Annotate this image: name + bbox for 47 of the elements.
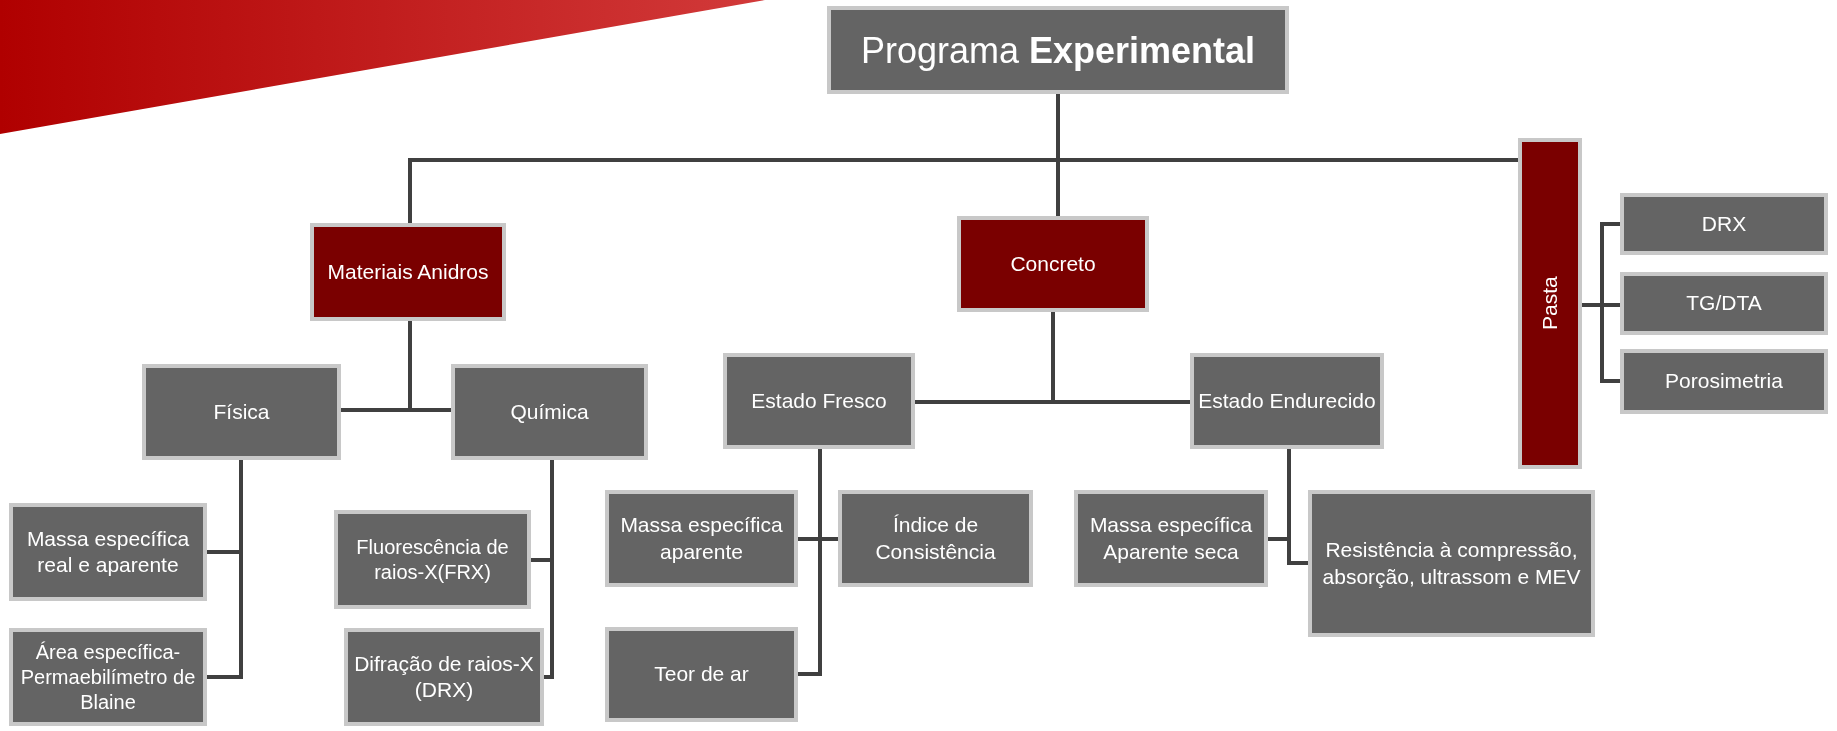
box-label: TG/DTA: [1686, 290, 1762, 317]
item-box: [344, 628, 544, 726]
box-label: Física: [213, 398, 270, 425]
box-label: Massa específica real e aparente: [25, 525, 191, 578]
box-label: Área específica-Permaebilímetro de Blaine: [19, 639, 197, 715]
connector-line: [544, 460, 554, 679]
item-box: [605, 490, 798, 587]
item-box: [723, 353, 915, 449]
item-box: [838, 490, 1033, 587]
item-box: [605, 627, 798, 722]
box-label: Estado Endurecido: [1198, 387, 1376, 414]
item-box: [1074, 490, 1268, 587]
box-label: Massa específica Aparente seca: [1088, 512, 1254, 565]
connector-line: [798, 449, 822, 676]
category-box: [957, 216, 1149, 312]
category-box: [310, 223, 506, 321]
category-box: [1518, 138, 1582, 469]
box-label: Química: [510, 398, 589, 425]
box-label: Materiais Anidros: [327, 258, 489, 285]
box-label: Estado Fresco: [751, 387, 887, 414]
item-box: [9, 628, 207, 726]
connector-line: [1056, 94, 1518, 162]
connector-line: [1051, 312, 1190, 404]
item-box: [1620, 193, 1828, 255]
item-box: [1620, 272, 1828, 335]
box-label: Porosimetria: [1665, 368, 1783, 395]
item-box: [142, 364, 341, 460]
box-label: DRX: [1701, 210, 1747, 237]
box-label: Teor de ar: [654, 661, 749, 688]
box-label: Resistência à compressão, absorção, ultrassom e MEV: [1321, 537, 1582, 590]
box-label: Pasta: [1536, 276, 1562, 331]
box-label: Massa específica aparente: [619, 512, 784, 565]
item-box: [1190, 353, 1384, 449]
box-label: Programa Experimental: [860, 28, 1256, 73]
connector-line: [408, 321, 451, 412]
box-label: Fluorescência de raios-X(FRX): [355, 534, 510, 585]
connector-line: [1582, 303, 1620, 383]
box-label: Concreto: [1010, 250, 1096, 277]
item-box: [334, 510, 531, 609]
item-box: [1308, 490, 1595, 637]
connector-line: [207, 460, 243, 679]
item-box: [451, 364, 648, 460]
item-box: [9, 503, 207, 601]
box-label: Difração de raios-X (DRX): [353, 650, 535, 703]
item-box: [1620, 349, 1828, 414]
box-label: Índice de Consistência: [874, 512, 997, 565]
item-box: [827, 6, 1289, 94]
